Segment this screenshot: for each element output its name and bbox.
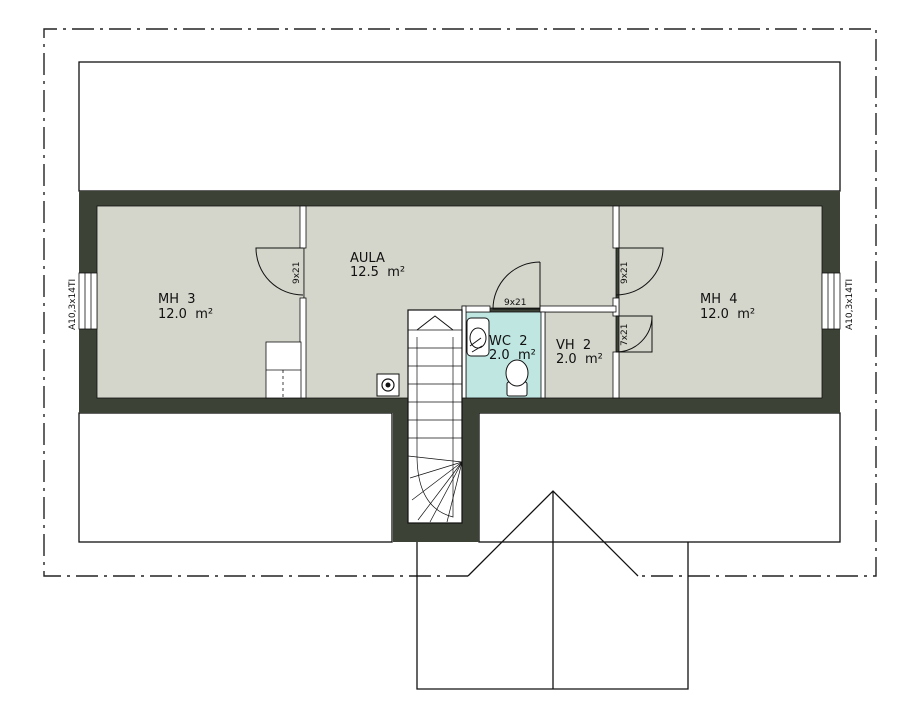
room-aula-area: 12.5 m² — [350, 265, 405, 280]
window-left — [78, 272, 98, 330]
room-mh3-name: MH 3 — [158, 292, 196, 307]
roof-plane-bottom-left — [78, 412, 393, 543]
room-wc2-name: WC 2 — [489, 334, 527, 349]
door-wc2-size: 9x21 — [504, 298, 527, 308]
room-aula-name: AULA — [350, 251, 385, 266]
room-mh4-floor — [618, 205, 823, 399]
window-left-label: A10,3x14TI — [68, 279, 78, 330]
room-mh4-area: 12.0 m² — [700, 307, 755, 322]
roof-plane-top — [78, 61, 841, 192]
door-mh4 — [615, 247, 664, 296]
door-mh3-size: 9x21 — [292, 261, 302, 284]
room-mh4-name: MH 4 — [700, 292, 738, 307]
room-vh2-name: VH 2 — [556, 338, 591, 353]
lower-gable — [416, 490, 689, 690]
room-wc2-area: 2.0 m² — [489, 348, 536, 363]
door-vh2 — [615, 315, 653, 353]
window-right — [821, 272, 841, 330]
roof-overhang-outline — [43, 28, 877, 577]
room-vh2-area: 2.0 m² — [556, 352, 603, 367]
washbasin — [466, 317, 490, 357]
room-vh2-floor — [544, 311, 617, 399]
door-swings — [255, 247, 664, 353]
door-wc2 — [492, 261, 541, 310]
door-mh3 — [255, 247, 304, 296]
interior-partitions — [299, 205, 620, 399]
staircase — [407, 309, 463, 524]
door-vh2-size: 7x21 — [620, 323, 630, 346]
toilet — [505, 359, 529, 397]
window-right-label: A10,3x14TI — [845, 279, 855, 330]
wardrobe — [265, 341, 302, 399]
roof-plane-bottom-right — [478, 412, 841, 543]
chimney-flue — [376, 373, 400, 397]
door-mh4-size: 9x21 — [620, 261, 630, 284]
room-mh3-area: 12.0 m² — [158, 307, 213, 322]
